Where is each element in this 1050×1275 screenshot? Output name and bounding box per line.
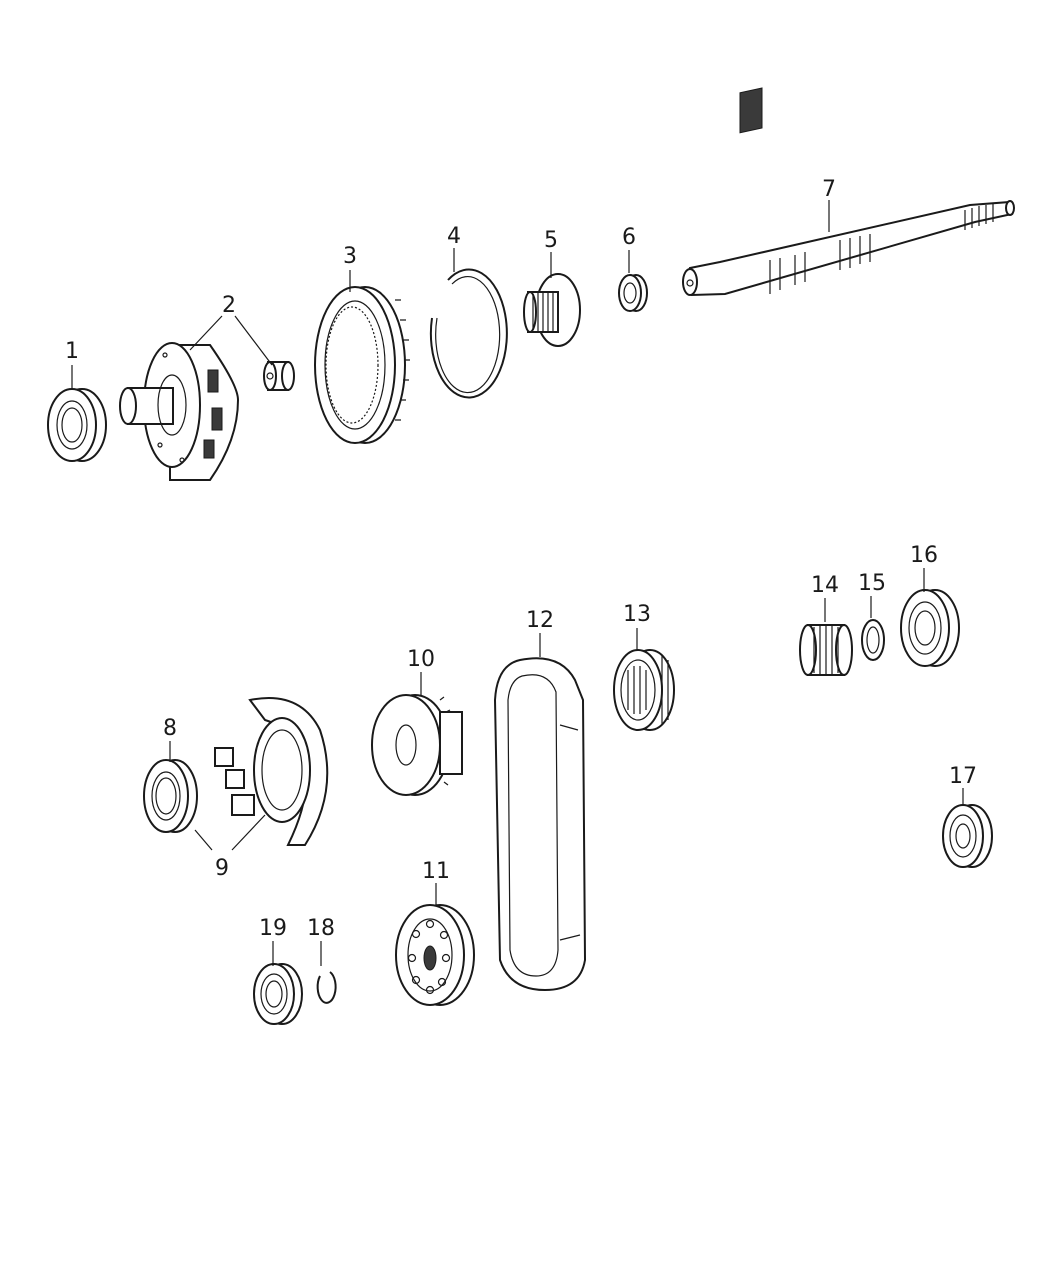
- part-2-bushing[interactable]: [263, 361, 295, 391]
- part-9-oil-baffle[interactable]: [214, 697, 329, 846]
- leader-2b: [234, 315, 273, 366]
- callout-1[interactable]: 1: [65, 339, 79, 364]
- callout-10[interactable]: 10: [407, 647, 435, 672]
- callout-11[interactable]: 11: [422, 859, 450, 884]
- callout-6[interactable]: 6: [622, 225, 636, 250]
- part-13-bearing[interactable]: [613, 649, 675, 731]
- leader-2a: [189, 315, 223, 351]
- callout-15[interactable]: 15: [858, 571, 886, 596]
- callout-2[interactable]: 2: [222, 293, 236, 318]
- callout-13[interactable]: 13: [623, 602, 651, 627]
- callout-16[interactable]: 16: [910, 543, 938, 568]
- leader-9b: [231, 814, 266, 851]
- part-12-drive-chain[interactable]: [493, 657, 587, 992]
- part-1-seal[interactable]: [47, 388, 107, 462]
- callout-9[interactable]: 9: [215, 856, 229, 881]
- part-5-sun-gear[interactable]: [523, 273, 581, 347]
- part-4-snap-ring[interactable]: [429, 268, 508, 399]
- part-19-seal[interactable]: [253, 963, 303, 1025]
- part-14-needle-bearing[interactable]: [799, 624, 853, 676]
- callout-5[interactable]: 5: [544, 228, 558, 253]
- part-18-snap-ring[interactable]: [316, 971, 337, 1004]
- part-11-driven-sprocket[interactable]: [395, 904, 475, 1006]
- callout-3[interactable]: 3: [343, 244, 357, 269]
- callout-17[interactable]: 17: [949, 764, 977, 789]
- part-6-thrust-washer[interactable]: [618, 274, 648, 312]
- callout-7[interactable]: 7: [822, 177, 836, 202]
- callout-18[interactable]: 18: [307, 916, 335, 941]
- part-16-ball-bearing[interactable]: [900, 589, 960, 667]
- part-17-ball-bearing[interactable]: [942, 804, 993, 868]
- callout-19[interactable]: 19: [259, 916, 287, 941]
- part-10-drive-sprocket[interactable]: [371, 694, 463, 796]
- callout-12[interactable]: 12: [526, 608, 554, 633]
- part-2-planetary-carrier[interactable]: [119, 342, 240, 481]
- part-15-retaining-ring[interactable]: [861, 619, 885, 661]
- part-7-mainshaft[interactable]: [682, 87, 1015, 297]
- part-8-seal[interactable]: [143, 759, 198, 833]
- callout-4[interactable]: 4: [447, 224, 461, 249]
- part-3-ring-gear[interactable]: [314, 286, 410, 444]
- leader-9a: [194, 829, 213, 851]
- callout-14[interactable]: 14: [811, 573, 839, 598]
- callout-8[interactable]: 8: [163, 716, 177, 741]
